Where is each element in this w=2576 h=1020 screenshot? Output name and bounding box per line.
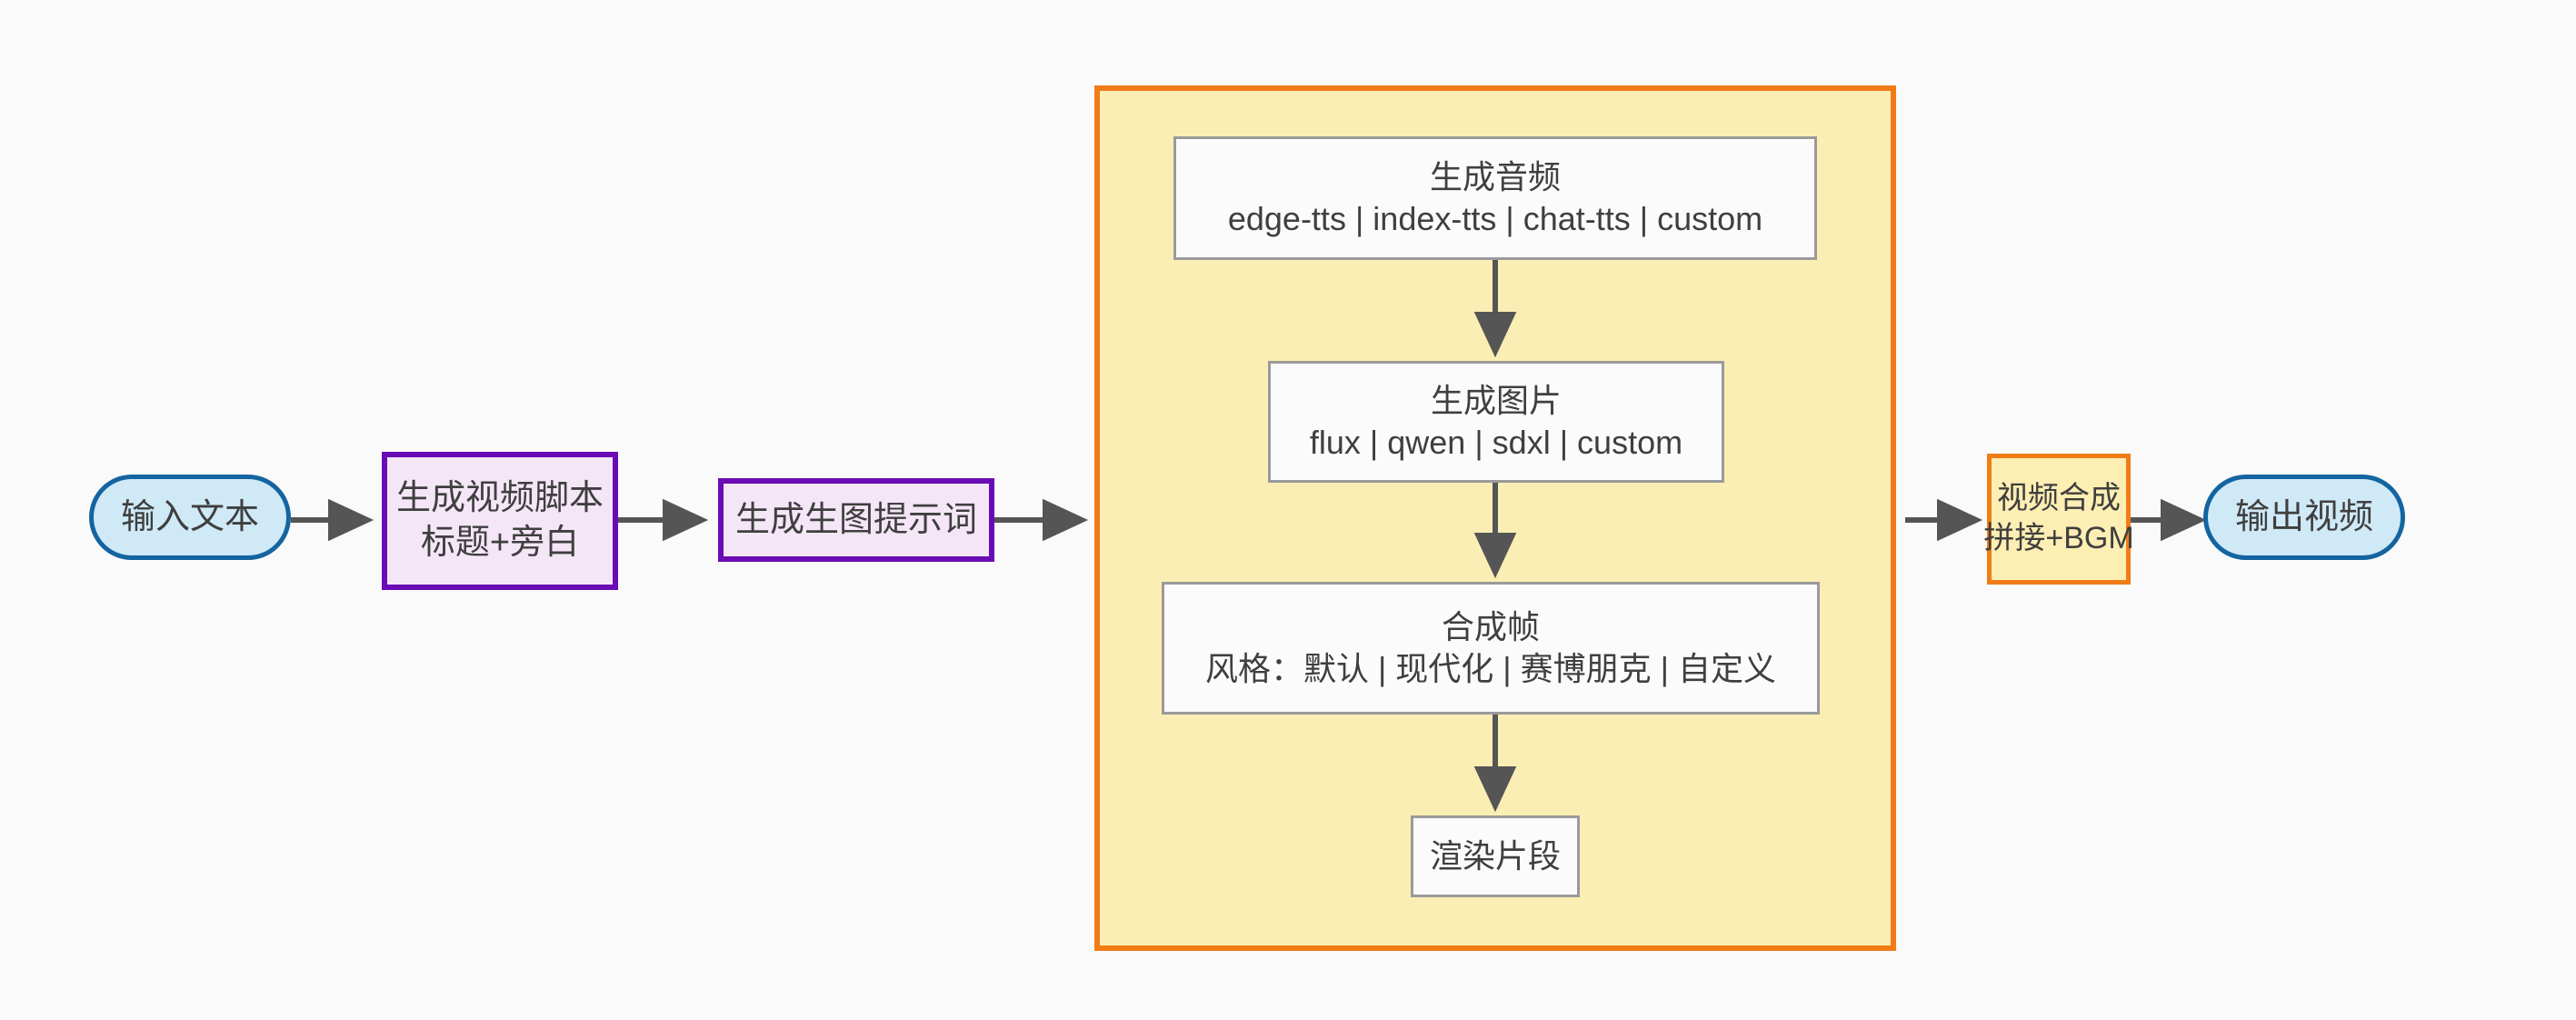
node-generate-picture[interactable]: 生成图片 flux | qwen | sdxl | custom xyxy=(1268,361,1724,483)
node-video-compose[interactable]: 视频合成 拼接+BGM xyxy=(1983,454,2134,585)
node-generate-script-line2: 标题+旁白 xyxy=(420,524,580,562)
node-compose-frame-line1: 合成帧 xyxy=(1441,607,1540,645)
node-generate-picture-line2: flux | qwen | sdxl | custom xyxy=(1309,424,1683,461)
node-input-text-label: 输入文本 xyxy=(120,497,259,536)
node-input-text[interactable]: 输入文本 xyxy=(89,475,291,560)
node-generate-audio-line1: 生成音频 xyxy=(1429,157,1561,195)
node-render-segment-label: 渲染片段 xyxy=(1429,836,1561,875)
node-generate-script-line1: 生成视频脚本 xyxy=(395,479,604,518)
node-generate-image-prompt[interactable]: 生成生图提示词 xyxy=(718,478,994,562)
node-generate-script[interactable]: 生成视频脚本 标题+旁白 xyxy=(382,452,618,590)
node-compose-frame[interactable]: 合成帧 风格：默认 | 现代化 | 赛博朋克 | 自定义 xyxy=(1162,582,1820,715)
node-generate-audio-line2: edge-tts | index-tts | chat-tts | custom xyxy=(1227,200,1763,237)
node-output-video[interactable]: 输出视频 xyxy=(2203,475,2405,560)
node-video-compose-line2: 拼接+BGM xyxy=(1983,521,2134,555)
node-render-segment[interactable]: 渲染片段 xyxy=(1411,815,1580,897)
node-generate-picture-line1: 生成图片 xyxy=(1430,381,1562,419)
node-compose-frame-line2: 风格：默认 | 现代化 | 赛博朋克 | 自定义 xyxy=(1204,650,1777,687)
node-video-compose-line1: 视频合成 xyxy=(1997,481,2121,516)
node-generate-audio[interactable]: 生成音频 edge-tts | index-tts | chat-tts | c… xyxy=(1173,136,1817,260)
node-generate-image-prompt-label: 生成生图提示词 xyxy=(734,500,977,539)
node-output-video-label: 输出视频 xyxy=(2234,497,2373,536)
